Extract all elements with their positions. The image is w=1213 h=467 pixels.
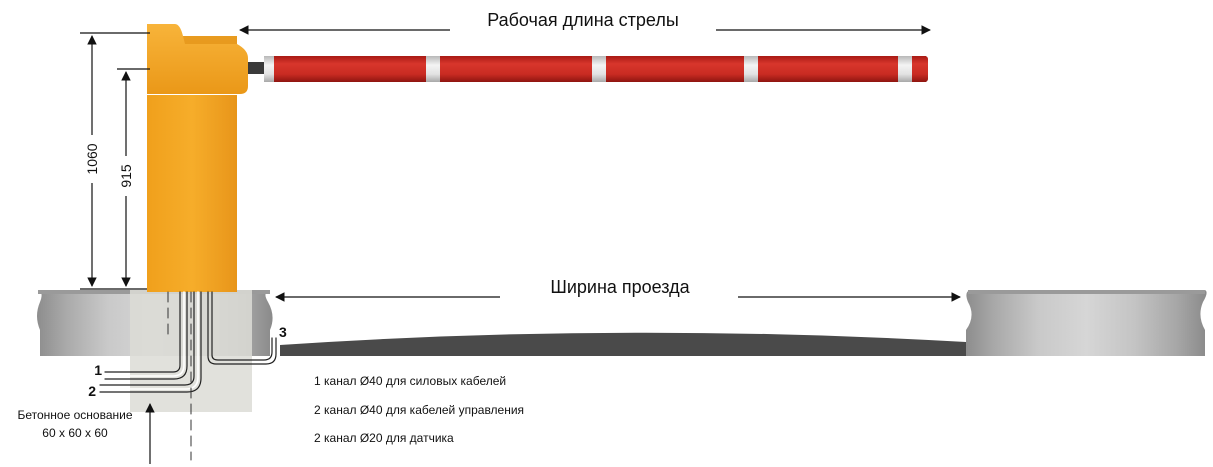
channel-marker-1: 1 [94,362,102,378]
channel-description-1: 1 канал Ø40 для силовых кабелей [314,374,506,388]
cable-channels [99,291,277,461]
boom-red-segment [274,56,426,82]
boom-white-segment [264,56,274,82]
channel-marker-2: 2 [88,383,96,399]
channel-description-3: 2 канал Ø20 для датчика [314,431,454,445]
boom-white-segment [592,56,606,82]
boom-red-segment [758,56,898,82]
channel-description-2: 2 канал Ø40 для кабелей управления [314,403,524,417]
channel-marker-3: 3 [279,324,287,340]
boom-arm [264,56,928,82]
dim-1060-label: 1060 [84,143,100,174]
road-surface [280,332,966,356]
boom-white-segment [744,56,758,82]
boom-connector [248,62,264,74]
boom-working-length-label: Рабочая длина стрелы [487,10,679,30]
dimension-lines [80,25,961,464]
foundation-label-line2: 60 x 60 x 60 [42,426,108,440]
right-curb [966,290,1207,356]
cable-channel-3 [207,291,277,365]
boom-white-segment [426,56,440,82]
cable-channel-1 [104,291,188,380]
barrier-housing [147,24,248,292]
boom-end-cap [920,56,928,82]
cable-channel-2 [99,291,202,393]
boom-red-segment [440,56,592,82]
boom-red-segment [606,56,744,82]
boom-white-segment [898,56,912,82]
dim-915-label: 915 [118,164,134,188]
foundation-label-line1: Бетонное основание [17,408,132,422]
passage-width-label: Ширина проезда [550,277,690,297]
